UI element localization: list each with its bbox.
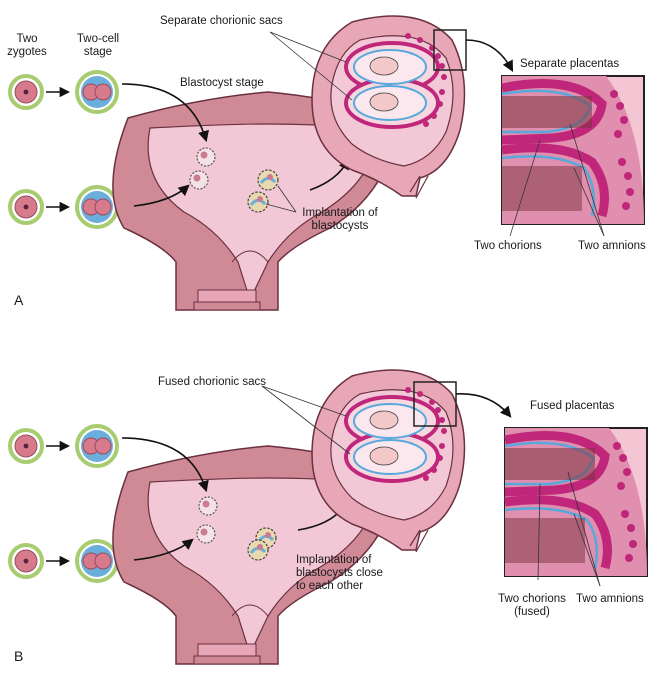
label-implantation-b: Implantation of blastocysts close to eac…	[296, 554, 383, 592]
zygote-1-a	[8, 74, 44, 110]
panel-a	[8, 14, 644, 311]
implanted-1-a	[256, 168, 280, 192]
arrow-to-uterus-2-a	[133, 184, 190, 207]
leader-amnions-2-b	[573, 513, 601, 587]
blastocyst-2-a	[189, 170, 209, 190]
arrow-to-zoom-b	[455, 393, 512, 418]
zoom-box-a	[433, 29, 467, 71]
label-two-cell-stage: Two-cell stage	[76, 33, 120, 58]
label-fused-chorionic-sacs: Fused chorionic sacs	[158, 376, 267, 388]
blastocyst-2-b	[196, 524, 216, 544]
blastocyst-1-a	[196, 147, 216, 167]
zygote-2-a	[8, 189, 44, 225]
label-implantation-a: Implantation of blastocysts	[302, 207, 378, 232]
panel-b	[8, 368, 647, 665]
panel-label-a: A	[14, 292, 24, 308]
leader-sacs-1-b	[261, 385, 347, 417]
label-separate-placentas: Separate placentas	[520, 58, 620, 70]
label-two-amnions-a: Two amnions	[578, 240, 646, 252]
label-separate-chorionic-sacs: Separate chorionic sacs	[160, 15, 283, 27]
leader-sacs-1-a	[269, 31, 347, 63]
arrow-to-uterus-1-a	[121, 83, 209, 143]
leader-chorions-a	[509, 139, 541, 237]
placenta-zoom-b	[505, 428, 647, 576]
implanted-2-b	[246, 538, 270, 562]
implanted-2-a	[246, 190, 270, 214]
leader-chorions-b	[537, 483, 541, 581]
panel-label-b: B	[14, 648, 24, 664]
leader-amnions-2-a	[573, 167, 605, 237]
label-blastocyst-stage: Blastocyst stage	[180, 77, 264, 89]
label-two-chorions-a: Two chorions	[474, 240, 542, 252]
two-cell-2-b	[75, 539, 119, 583]
arrow-to-uterus-1-b	[121, 437, 209, 493]
two-cell-1-a	[75, 70, 119, 114]
leader-implant-1-a	[277, 185, 297, 213]
zygote-2-b	[8, 543, 44, 579]
label-two-amnions-b: Two amnions	[576, 593, 644, 605]
leader-sacs-2-a	[269, 31, 353, 101]
blastocyst-1-b	[198, 496, 218, 516]
leader-amnions-1-b	[567, 471, 601, 587]
label-two-chorions-fused: Two chorions (fused)	[498, 593, 566, 618]
label-two-zygotes: Two zygotes	[7, 33, 47, 58]
leader-implant-2-a	[265, 203, 297, 213]
two-cell-2-a	[75, 185, 119, 229]
arrow-to-uterus-2-b	[133, 538, 194, 561]
two-cell-1-b	[75, 424, 119, 468]
placenta-zoom-a	[502, 76, 644, 224]
leader-amnions-1-a	[569, 123, 605, 237]
leader-sacs-2-b	[261, 385, 351, 455]
label-fused-placentas: Fused placentas	[530, 400, 615, 412]
arrow-to-zoom-a	[465, 39, 514, 72]
zygote-1-b	[8, 428, 44, 464]
zoom-box-b	[413, 381, 457, 427]
